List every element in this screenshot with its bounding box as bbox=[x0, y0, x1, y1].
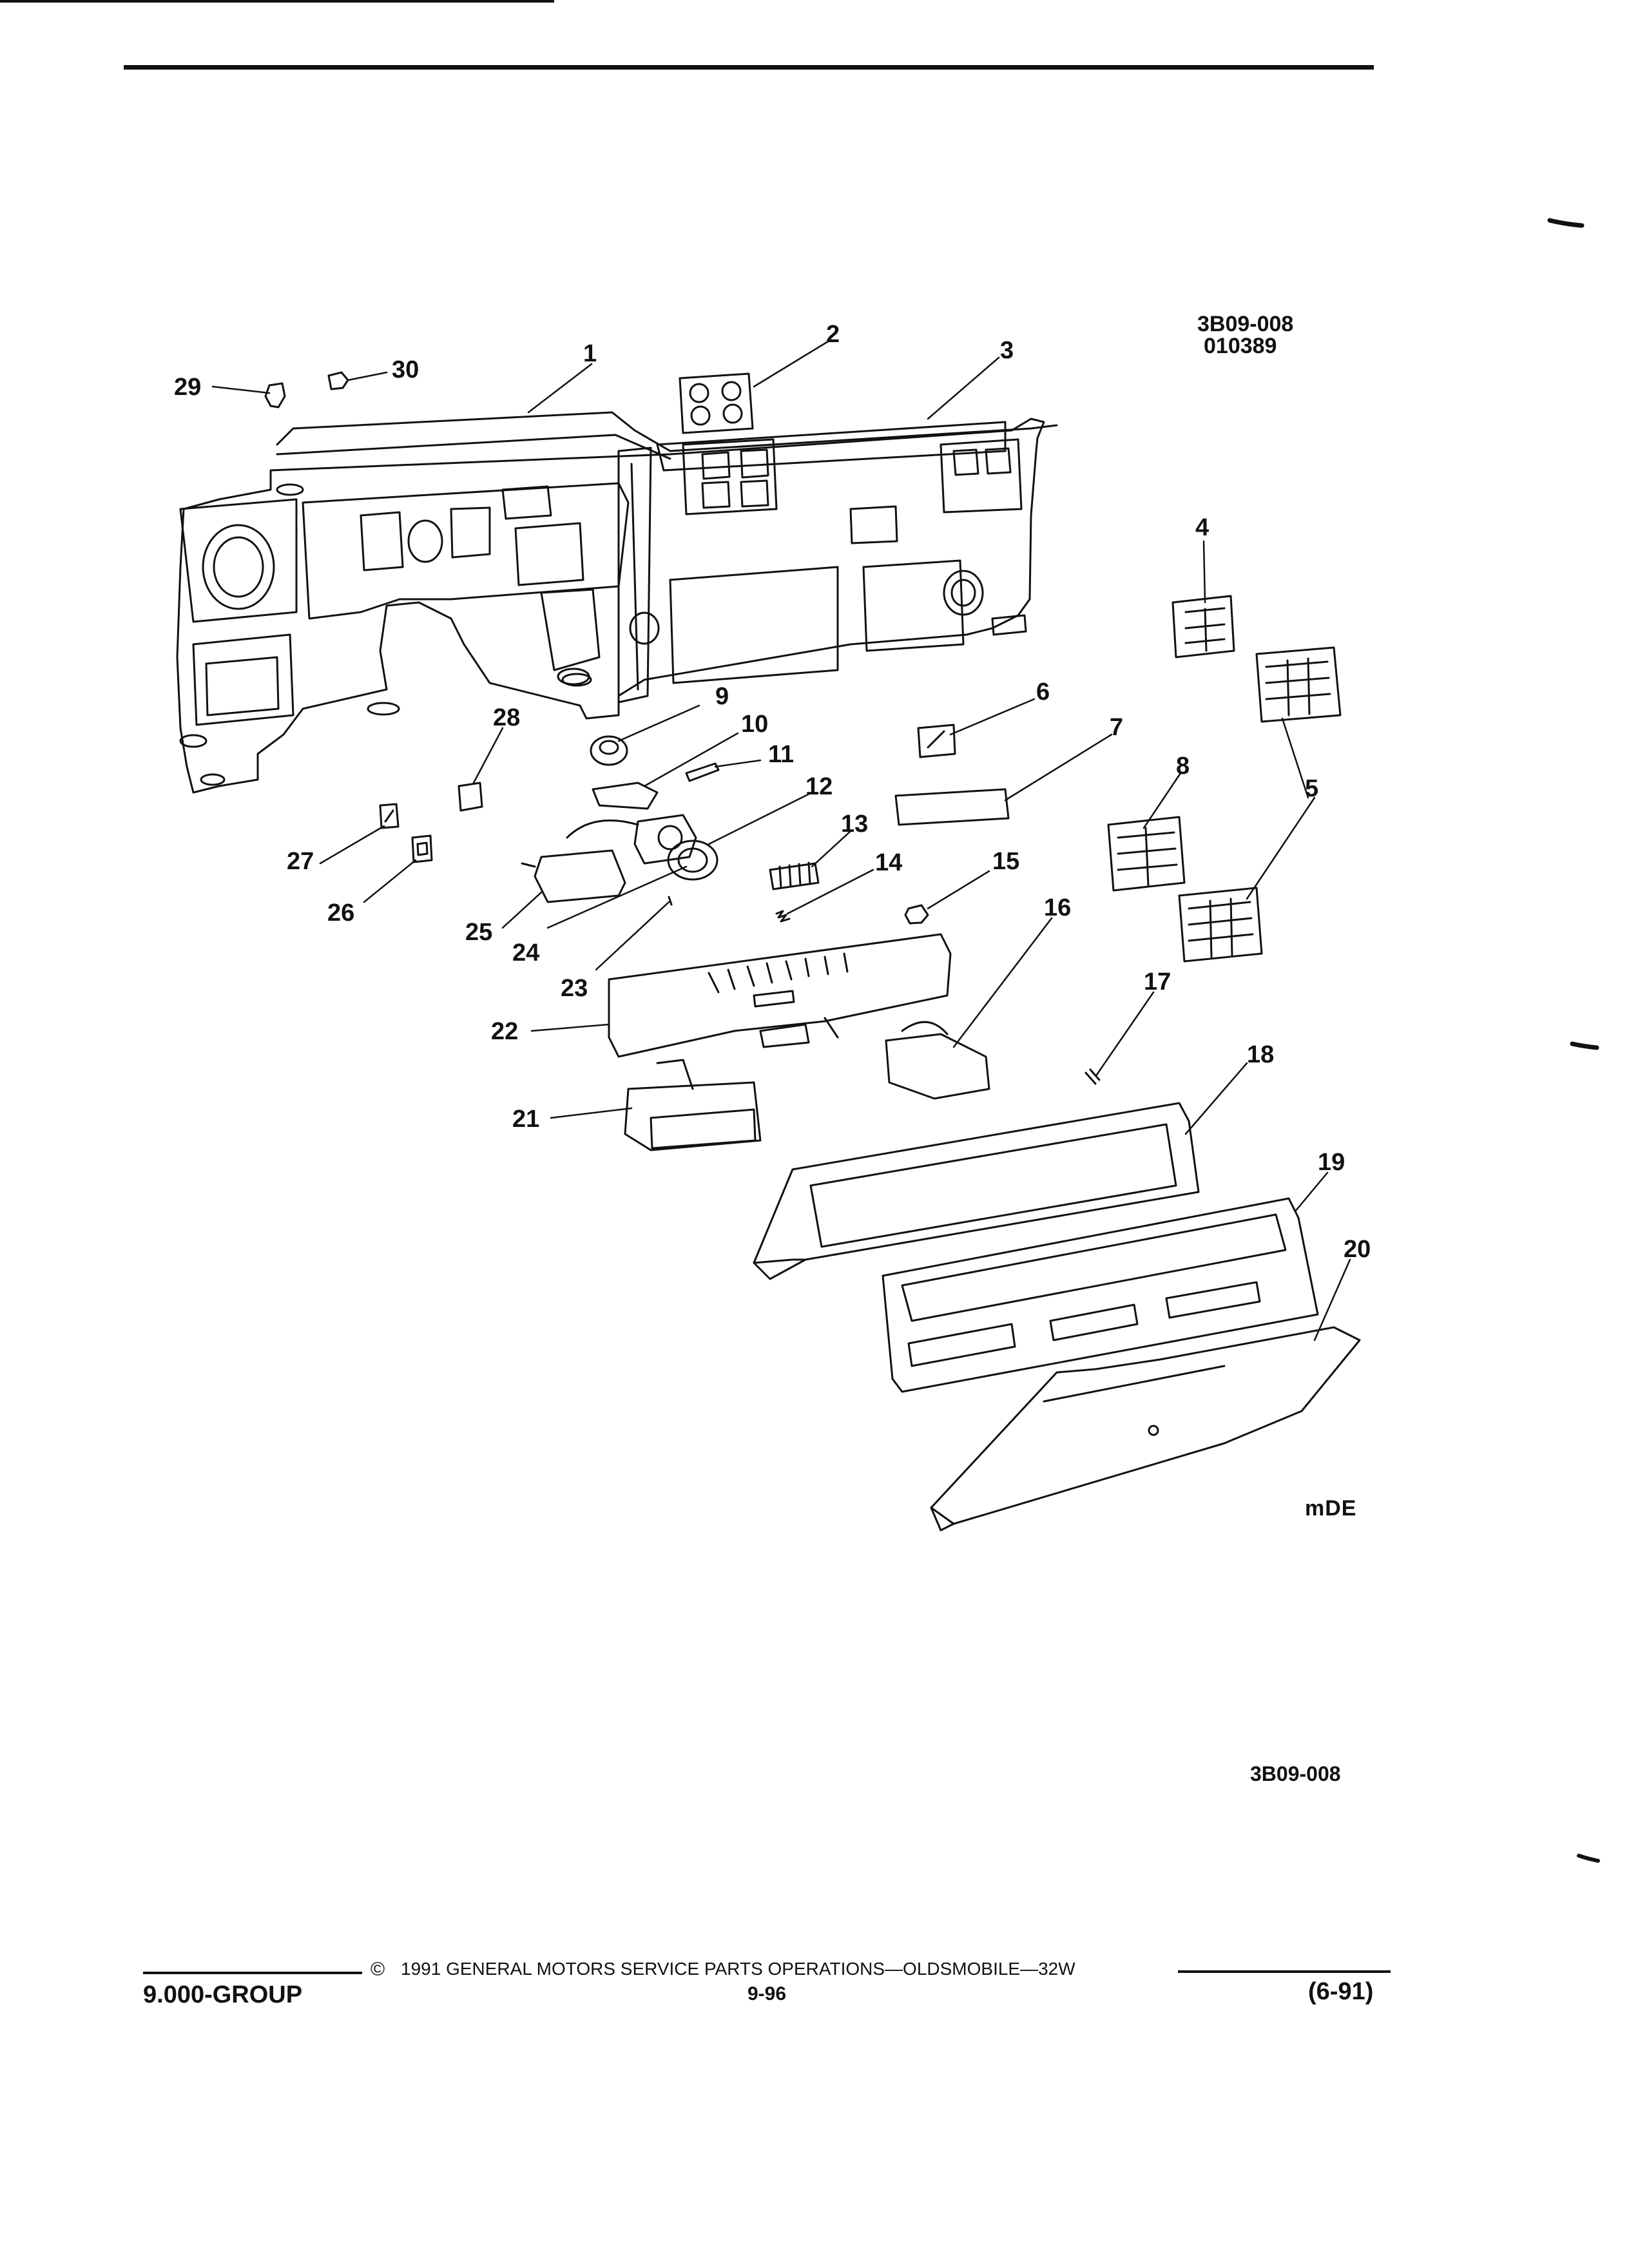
callout-24: 24 bbox=[512, 939, 540, 966]
part-28-cap bbox=[458, 782, 483, 812]
footer-revision: (6-91) bbox=[1308, 1978, 1374, 2005]
callout-9: 9 bbox=[715, 683, 729, 710]
footer-group: 9.000-GROUP bbox=[143, 1981, 303, 2008]
part-14-spring bbox=[775, 910, 791, 923]
top-edge-rule bbox=[0, 0, 554, 3]
part-6-lens bbox=[917, 724, 956, 758]
callout-26: 26 bbox=[327, 899, 355, 927]
footer-rule-left bbox=[143, 1972, 362, 1974]
footer-rule-right bbox=[1178, 1970, 1391, 1973]
part-21-switch-housing bbox=[624, 1059, 762, 1151]
callout-4: 4 bbox=[1195, 514, 1210, 541]
part-16-gauge bbox=[885, 1021, 990, 1100]
part-20-cover bbox=[930, 1326, 1361, 1532]
instrument-panel-carrier bbox=[176, 411, 1058, 794]
callout-21: 21 bbox=[512, 1106, 540, 1133]
header-rule bbox=[124, 65, 1374, 70]
part-11-pin bbox=[685, 762, 720, 782]
callout-16: 16 bbox=[1044, 894, 1072, 921]
leader-lines bbox=[211, 340, 1351, 1341]
callout-15: 15 bbox=[992, 848, 1020, 875]
part-24-motor bbox=[667, 840, 718, 881]
part-25-module bbox=[521, 819, 639, 903]
callout-28: 28 bbox=[493, 704, 521, 731]
part-22-instrument-cluster bbox=[608, 933, 952, 1058]
callout-3: 3 bbox=[1000, 337, 1014, 364]
figure-footer-code: 3B09-008 bbox=[1250, 1762, 1341, 1785]
callout-23: 23 bbox=[561, 975, 588, 1002]
footer-page-number: 9-96 bbox=[747, 1983, 787, 2004]
callout-27: 27 bbox=[287, 848, 314, 875]
part-7-trim-strip bbox=[894, 788, 1010, 826]
part-29-retainer bbox=[264, 382, 286, 408]
copyright-symbol: © bbox=[371, 1959, 385, 1980]
part-19-trim-plate bbox=[882, 1197, 1319, 1393]
callout-19: 19 bbox=[1318, 1149, 1345, 1176]
callout-6: 6 bbox=[1036, 678, 1050, 706]
callout-14: 14 bbox=[875, 849, 903, 876]
part-13-connector bbox=[769, 861, 820, 890]
callout-12: 12 bbox=[805, 773, 833, 800]
part-8-grille bbox=[1107, 816, 1186, 892]
callout-29: 29 bbox=[174, 374, 202, 401]
part-17-screw bbox=[1084, 1068, 1101, 1085]
figure-date: 010389 bbox=[1204, 334, 1277, 358]
footer-copyright: 1991 GENERAL MOTORS SERVICE PARTS OPERAT… bbox=[401, 1959, 1075, 1979]
part-2-grommet-plate bbox=[679, 372, 754, 434]
part-5-vent-grilles bbox=[1178, 646, 1342, 963]
callout-20: 20 bbox=[1344, 1236, 1371, 1263]
callout-25: 25 bbox=[465, 919, 493, 946]
callout-2: 2 bbox=[826, 321, 840, 348]
callout-1: 1 bbox=[583, 340, 597, 367]
callout-11: 11 bbox=[768, 741, 795, 768]
part-4-vent-grille bbox=[1171, 595, 1235, 658]
callout-8: 8 bbox=[1176, 753, 1190, 780]
callout-18: 18 bbox=[1247, 1041, 1275, 1068]
callout-5: 5 bbox=[1305, 775, 1319, 802]
part-15-nut bbox=[904, 904, 929, 925]
callout-22: 22 bbox=[491, 1018, 519, 1045]
part-12-switch-assembly bbox=[633, 814, 697, 865]
part-9-knob bbox=[590, 735, 628, 766]
part-23-clip bbox=[668, 896, 673, 906]
callout-13: 13 bbox=[841, 811, 869, 838]
part-30-nut bbox=[327, 371, 349, 390]
part-18-cluster-bezel bbox=[753, 1102, 1200, 1280]
part-10-bracket bbox=[592, 782, 659, 810]
callout-17: 17 bbox=[1144, 968, 1171, 995]
artist-mark: mDE bbox=[1305, 1496, 1357, 1521]
callout-10: 10 bbox=[741, 711, 769, 738]
callout-30: 30 bbox=[392, 356, 419, 383]
part-27-lens bbox=[379, 803, 400, 829]
part-26-switch bbox=[411, 834, 433, 863]
callout-7: 7 bbox=[1110, 714, 1124, 741]
figure-code: 3B09-008 bbox=[1197, 312, 1294, 336]
